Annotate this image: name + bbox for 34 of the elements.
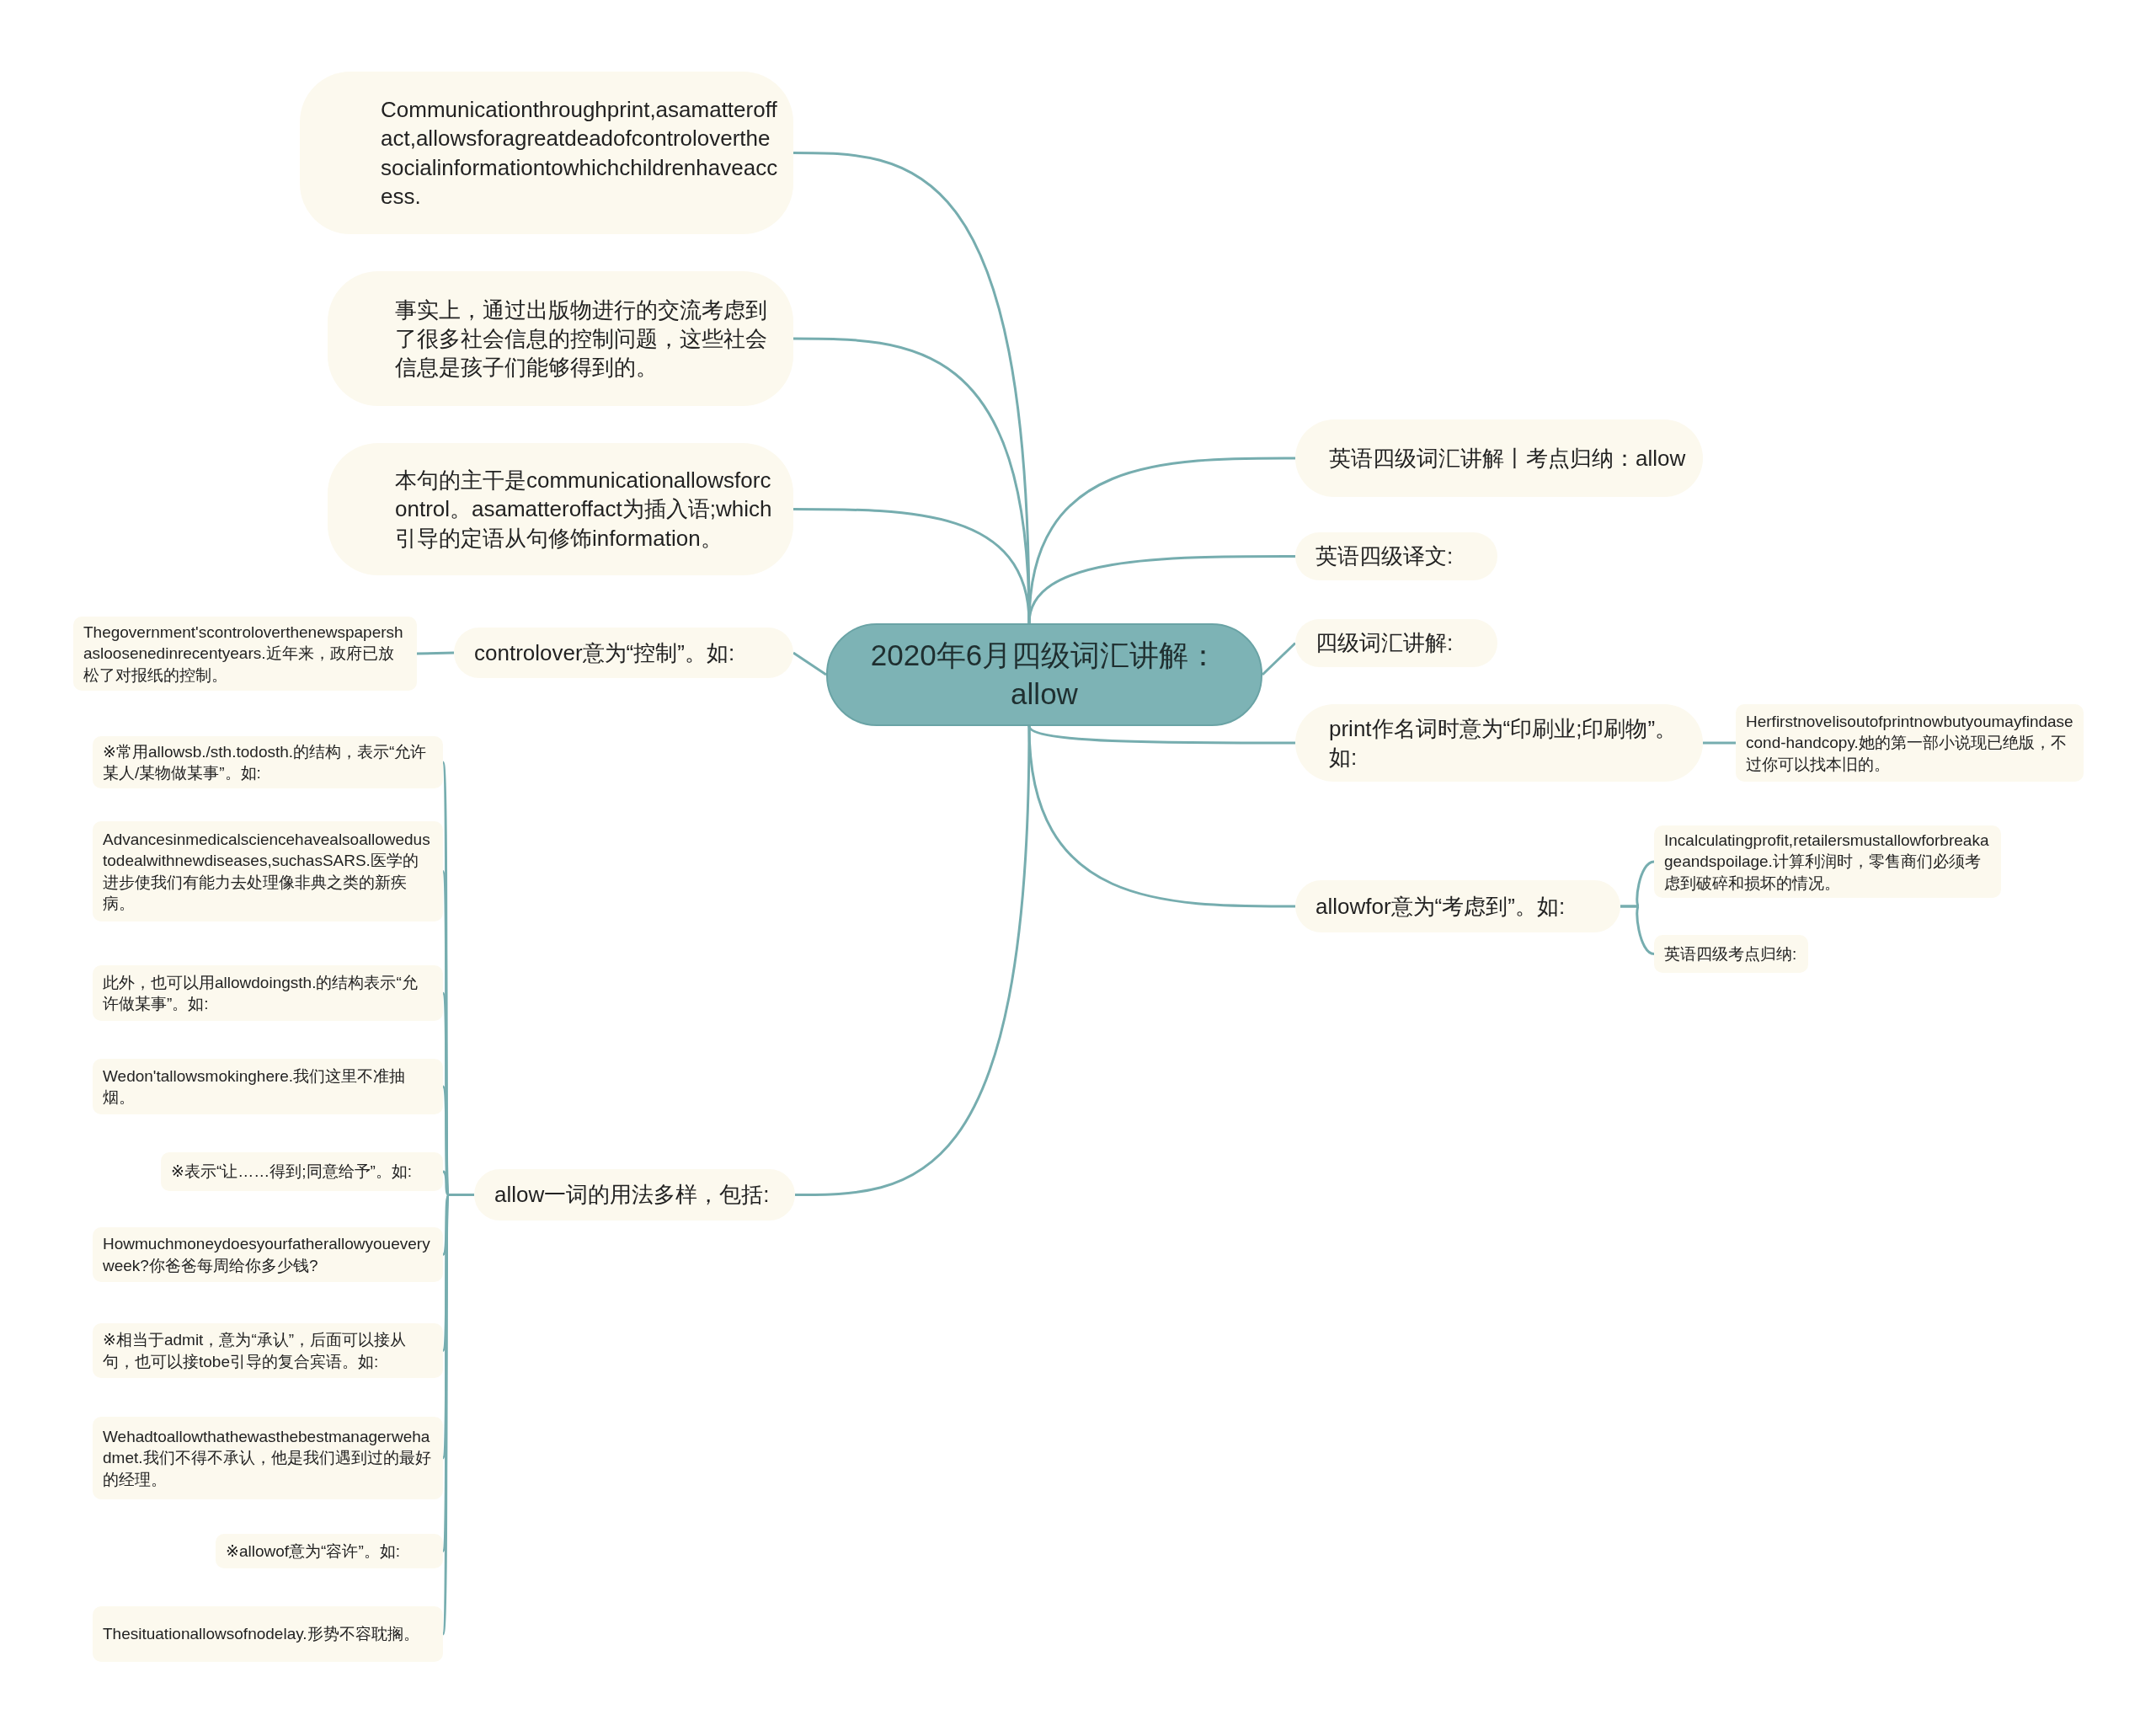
note-box: ※表示“让……得到;同意给予”。如: (161, 1152, 443, 1191)
note-box: ※常用allowsb./sth.todosth.的结构，表示“允许某人/某物做某事”。如: (93, 736, 443, 788)
topic-box: 事实上，通过出版物进行的交流考虑到了很多社会信息的控制问题，这些社会信息是孩子们能够得到的。 (328, 271, 793, 406)
topic-box: controlover意为“控制”。如: (454, 628, 793, 678)
connector-line (1027, 725, 1295, 908)
connector-line (1703, 741, 1736, 745)
note-box: Wehadtoallowthathewasthebestmanagerwehadmet.我们不得不承认，他是我们遇到过的最好的经理。 (93, 1417, 443, 1499)
connector-line (795, 725, 1031, 1196)
connector-line (1027, 555, 1295, 624)
note-box: Wedon'tallowsmokinghere.我们这里不准抽烟。 (93, 1059, 443, 1114)
topic-box: 四级词汇讲解: (1295, 619, 1497, 667)
topic-box: allow一词的用法多样，包括: (474, 1169, 795, 1221)
topic-box: 英语四级译文: (1295, 532, 1497, 580)
connector-line (416, 651, 455, 655)
note-box: Incalculatingprofit,retailersmustallowforbreakageandspoilage.计算利润时，零售商们必须考虑到破碎和损坏的情况。 (1654, 825, 2001, 898)
topic-box: 本句的主干是communicationallowsforcontrol。asamatteroffact为插入语;which引导的定语从句修饰information。 (328, 443, 793, 575)
connector-line (792, 651, 827, 676)
topic-box: Communicationthroughprint,asamatteroffact,allowsforagreatdeadofcontroloverthesocialinformationtowhichchildrenhaveaccess. (300, 72, 793, 234)
topic-box: allowfor意为“考虑到”。如: (1295, 880, 1620, 932)
connector-line (1620, 905, 1655, 955)
connector-line (1261, 642, 1297, 676)
central-topic-box: 2020年6月四级词汇讲解：allow (826, 623, 1262, 726)
note-box: Advancesinmedicalsciencehavealsoallowedustodealwithnewdiseases,suchasSARS.医学的进步使我们有能力去处理像非典之类的新疾病。 (93, 821, 443, 921)
note-box: 英语四级考点归纳: (1654, 935, 1808, 973)
note-box: ※相当于admit，意为“承认”，后面可以接从句，也可以接tobe引导的复合宾语。如: (93, 1323, 443, 1378)
note-box: Thesituationallowsofnodelay.形势不容耽搁。 (93, 1606, 443, 1662)
note-box: 此外，也可以用allowdoingsth.的结构表示“允许做某事”。如: (93, 965, 443, 1021)
topic-box: 英语四级词汇讲解丨考点归纳：allow (1295, 419, 1703, 497)
topic-box: print作名词时意为“印刷业;印刷物”。如: (1295, 704, 1703, 782)
note-box: Herfirstnovelisoutofprintnowbutyoumayfindasecond-handcopy.她的第一部小说现已绝版，不过你可以找本旧的。 (1736, 704, 2084, 782)
note-box: Howmuchmoneydoesyourfatherallowyoueveryweek?你爸爸每周给你多少钱? (93, 1227, 443, 1282)
note-box: ※allowof意为“容许”。如: (216, 1534, 443, 1568)
note-box: Thegovernment'scontroloverthenewspapershasloosenedinrecentyears.近年来，政府已放松了对报纸的控制。 (73, 617, 417, 691)
connector-line (793, 508, 1031, 624)
